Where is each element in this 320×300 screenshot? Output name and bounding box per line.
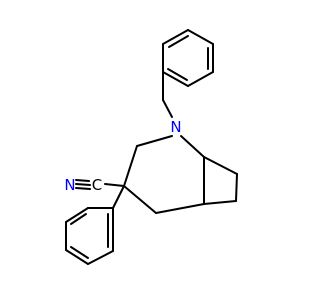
phenyl-ring xyxy=(65,185,125,265)
bond xyxy=(162,29,189,45)
bond xyxy=(104,183,125,187)
nitrile-carbon-label: C xyxy=(92,176,102,194)
bond xyxy=(123,145,138,187)
bond xyxy=(180,135,205,158)
bond xyxy=(112,185,125,209)
triple-bond xyxy=(75,187,91,190)
azabicyclo-core xyxy=(123,135,238,214)
bond xyxy=(87,250,114,265)
nitrile-group xyxy=(75,179,125,190)
bond xyxy=(235,173,238,202)
nitrile-nitrogen-label: N xyxy=(64,176,75,194)
triple-bond xyxy=(75,179,90,182)
bond xyxy=(203,156,238,175)
aromatic-double-bond xyxy=(167,68,188,81)
bond xyxy=(123,185,157,214)
bond xyxy=(65,249,89,265)
aromatic-double-bond xyxy=(70,246,89,259)
bond xyxy=(136,135,173,147)
benzyl-phenyl-ring xyxy=(162,29,214,87)
molecule-canvas: N N C xyxy=(64,29,238,265)
bond xyxy=(187,71,214,87)
structure-drawing: N N C xyxy=(64,29,238,265)
bond xyxy=(162,99,173,118)
triple-bond xyxy=(75,183,91,186)
bond xyxy=(203,200,237,205)
bond xyxy=(155,203,205,214)
bond xyxy=(65,207,89,223)
nitrogen-atom-label: N xyxy=(170,118,181,136)
bond xyxy=(162,71,189,87)
aromatic-double-bond xyxy=(168,35,189,48)
bond xyxy=(187,29,214,45)
aromatic-double-bond xyxy=(70,213,87,225)
